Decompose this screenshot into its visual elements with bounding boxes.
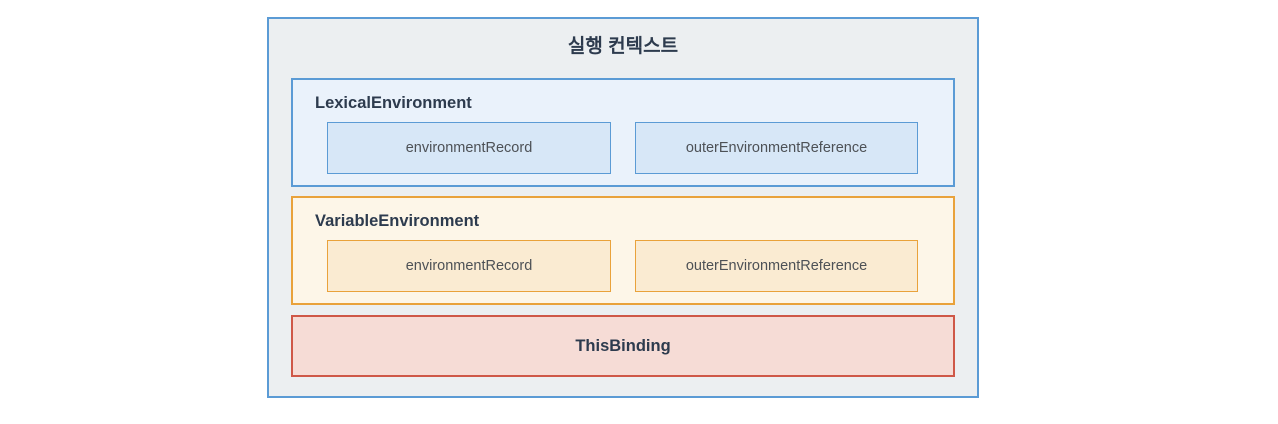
variable-environment-section: VariableEnvironment environmentRecord ou…	[291, 196, 955, 305]
lexical-environment-section: LexicalEnvironment environmentRecord out…	[291, 78, 955, 187]
diagram-title: 실행 컨텍스트	[567, 36, 679, 57]
lexical-outer-environment-reference-box: outerEnvironmentReference	[635, 122, 918, 174]
variable-environment-label: VariableEnvironment	[315, 212, 480, 230]
this-binding-label: ThisBinding	[575, 336, 671, 355]
this-binding-section: ThisBinding	[291, 315, 955, 377]
execution-context-box: 실행 컨텍스트 LexicalEnvironment environmentRe…	[267, 17, 979, 398]
variable-outer-environment-reference-box: outerEnvironmentReference	[635, 240, 918, 292]
variable-environment-record-box: environmentRecord	[327, 240, 611, 292]
lexical-environment-label: LexicalEnvironment	[315, 94, 472, 112]
lexical-environment-record-box: environmentRecord	[327, 122, 611, 174]
